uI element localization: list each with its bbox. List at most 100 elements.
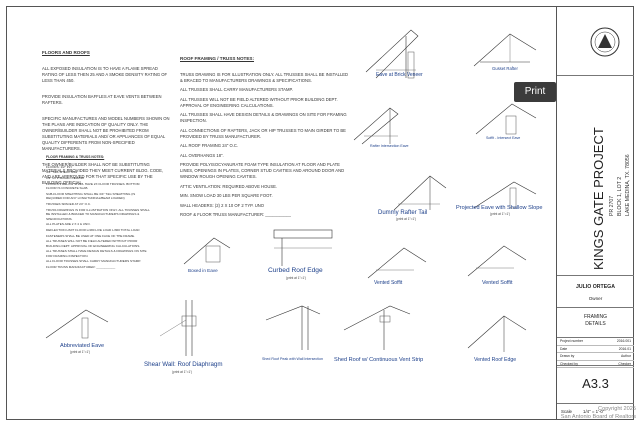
roof-framing-line: PROVIDE POLYISOCYANURATE FOAM TYPE INSUL…	[180, 162, 345, 179]
project-city: LAKE MEDINA, TX. 78056	[625, 154, 631, 216]
projected-eave-scale: (print at 1"=1')	[490, 212, 510, 216]
roof-framing-line: ROOF & FLOOR TRUSS MANUFACTURER: _______…	[180, 212, 291, 217]
gusset-drawing	[473, 33, 537, 67]
title-field-label: Project number	[560, 339, 583, 343]
floor-framing-line: 3/4" T&G SHEATHING	[46, 170, 78, 175]
floor-framing-line: FLOORS: 1/2" PLY	[46, 164, 73, 169]
floors-roofs-para-3: SPECIFIC MANUFACTURES AND MODEL NUMBERS …	[42, 116, 170, 151]
vented-soffit2-title: Vented Soffit	[482, 280, 513, 286]
shear-wall-scale: (print at 1"=1')	[172, 370, 192, 374]
floors-roofs-notes: FLOORS AND ROOFS ALL EXPOSED INSULATION …	[42, 44, 172, 192]
scale-value: 1/4" = 1'-0"	[583, 409, 605, 414]
floor-framing-line: TRUSS DRAWINGS IS FOR ILLUSTRATION ONLY.…	[46, 207, 150, 221]
floor-framing-line: FLOORS 2 BELOW SHALL HAVE 2X FLOOR TRUSS…	[46, 181, 140, 191]
title-field-label: Checked by	[560, 361, 578, 366]
projected-eave-drawing	[473, 181, 537, 209]
scale-label: Scale	[561, 409, 572, 414]
boxed-eave-title: Boxed in Eave	[188, 268, 218, 273]
abbreviated-eave-scale: (print at 1"=1')	[70, 350, 90, 354]
title-field-row: Drawn by Author	[557, 353, 634, 361]
floor-framing-line: ALL TRUSSES SHALL HAVE DESIGN DETAILS & …	[46, 249, 147, 258]
eave-brick-title: Eave at Brick Veneer	[376, 72, 423, 78]
floor-framing-line: FASTENERS SHALL BE USED AT ONE FACE OF T…	[46, 233, 135, 238]
roof-framing-line: WALL HEADERS: (2) 2 X 10 OF 2 TYP. UNO	[180, 202, 265, 208]
owner-cell: JULIO ORTEGA Owner	[557, 276, 634, 308]
parapet-title: Rafter Intersection Eave	[370, 144, 409, 148]
soffit-top-title: Soffit - Intersect Eave	[486, 136, 521, 140]
owner-name: JULIO ORTEGA	[576, 284, 615, 290]
parapet-drawing	[353, 107, 399, 145]
shed-roof-vent-drawing	[343, 305, 411, 350]
roof-framing-line: TRUSS DRAWING IS FOR ILLUSTRATION ONLY. …	[180, 71, 349, 83]
shear-wall-title: Shear Wall: Roof Diaphragm	[144, 361, 223, 368]
print-button[interactable]: Print	[514, 82, 556, 102]
floor-framing-line: DEFLECTION LIMIT FLOOR L/480 LIVE LOAD L…	[46, 227, 140, 232]
floor-framing-notes: FLOOR FRAMING & TRUSS NOTES: FLOORS: 1/2…	[46, 150, 150, 274]
floor-framing-line: ALL FLOOR TRUSSES SHALL CARRY MANUFACTUR…	[46, 259, 141, 264]
logo-cell	[557, 6, 634, 76]
gusset-title: Gusset Rafter	[492, 66, 518, 71]
floor-framing-line: FLOOR TRUSS MANUFACTURER: ___________	[46, 265, 116, 270]
sheet-number: A3.3	[582, 376, 609, 391]
floor-framing-heading: FLOOR FRAMING & TRUSS NOTES:	[46, 154, 105, 159]
board-text: San Antonio Board of Realtors	[560, 414, 636, 420]
roof-framing-line: ALL CONNECTIONS OF RAFTERS, JACK OR HIP …	[180, 127, 346, 139]
projected-eave-title: Projected Eave with Shallow Slope	[456, 205, 543, 211]
shed-roof-wall-title: Shed Roof Peak with Wall Intersection	[262, 357, 323, 361]
owner-label: Owner	[588, 296, 603, 301]
eave-brick-drawing	[365, 29, 419, 79]
shed-roof-wall-drawing	[265, 305, 321, 350]
roof-framing-line: MIN. SNOW LOAD 30 LBS PER SQUARE FOOT.	[180, 193, 273, 198]
roof-framing-notes: ROOF FRAMING / TRUSS NOTES: TRUSS DRAWIN…	[180, 50, 350, 224]
floor-framing-line: ALL PLATES ARE 2 X 4 & UNO.	[46, 222, 91, 227]
roof-framing-line: ALL TRUSSES SHALL CARRY MANUFACTURERS ST…	[180, 87, 293, 92]
title-block: KINGS GATE PROJECT PR 2707 BLOCK 1, LOT …	[556, 6, 634, 420]
dummy-tail-scale: (print at 1"=1')	[396, 217, 416, 221]
project-lot: PR 2707	[609, 195, 615, 216]
dummy-tail-drawing	[393, 175, 447, 211]
title-field-label: Date	[560, 346, 568, 351]
sheet-number-cell: A3.3	[557, 366, 634, 404]
curbed-roof-drawing	[273, 229, 333, 266]
floor-framing-line: SUB-FLOOR SHEATHING SHALL BE 3/4" T&G SH…	[46, 191, 136, 201]
roof-framing-line: ALL ROOF FRAMING 24" O.C.	[180, 143, 239, 148]
sheet-title: FRAMING DETAILS	[583, 314, 608, 327]
roof-framing-line: ALL TRUSSES SHALL HAVE DESIGN DETAILS & …	[180, 112, 347, 123]
floors-roofs-heading: FLOORS AND ROOFS	[42, 50, 90, 55]
floors-roofs-para-4: THE OWNER/BUILDER SHALL NOT BE SUBSTITUT…	[42, 162, 164, 185]
curbed-roof-scale: (print at 1"=1')	[286, 276, 306, 280]
drawing-sheet	[6, 6, 634, 420]
sheet-title-cell: FRAMING DETAILS	[557, 308, 634, 338]
roof-framing-line: ALL TRUSSES WILL NOT BE FIELD ALTERED WI…	[180, 96, 338, 108]
vented-soffit2-drawing	[467, 245, 527, 277]
floor-framing-line: ALL TRUSSES WILL NOT BE FIELD ALTERED WI…	[46, 239, 141, 248]
roof-framing-line: ALL OVERHANGS 18".	[180, 152, 224, 158]
abbreviated-eave-title: Abbreviated Eave	[60, 343, 105, 349]
floors-roofs-para-1: ALL EXPOSED INSULATION IS TO HAVE A FLAM…	[42, 66, 168, 83]
project-block: BLOCK 1, LOT 2	[617, 176, 623, 216]
soffit-top-drawing	[475, 103, 537, 135]
vented-ridge-drawing	[467, 315, 527, 352]
title-field-row: Checked by Checker	[557, 361, 634, 368]
title-field-value: Checker	[618, 361, 631, 366]
title-field-value: 2016.001	[616, 339, 631, 343]
curbed-roof-title: Curbed Roof Edge	[268, 267, 323, 274]
title-field-label: Drawn by	[560, 354, 575, 358]
project-cell: KINGS GATE PROJECT PR 2707 BLOCK 1, LOT …	[557, 76, 634, 276]
shed-roof-vent-title: Shed Roof w/ Continuous Vent Strip	[334, 357, 424, 363]
project-name: KINGS GATE PROJECT	[591, 127, 606, 270]
scale-cell: Scale 1/4" = 1'-0"	[557, 404, 634, 420]
roof-framing-line: ATTIC VENTILATION: REQUIRED ABOVE HOUSE.	[180, 183, 278, 189]
copyright-text: Copyright 2025	[598, 406, 636, 412]
vented-soffit1-title: Vented Soffit	[374, 280, 403, 286]
vented-ridge-title: Vented Roof Edge	[474, 357, 517, 363]
floors-roofs-para-2: PROVIDE INSULATION BAFFLES AT EAVE VENTS…	[42, 94, 162, 105]
abbreviated-eave-drawing	[45, 309, 109, 339]
shear-wall-drawing	[159, 300, 197, 356]
roof-framing-heading: ROOF FRAMING / TRUSS NOTES:	[180, 56, 255, 61]
architect-logo	[590, 27, 620, 57]
title-field-value: Author	[621, 354, 631, 358]
title-field-row: Project number 2016.001	[557, 338, 634, 346]
